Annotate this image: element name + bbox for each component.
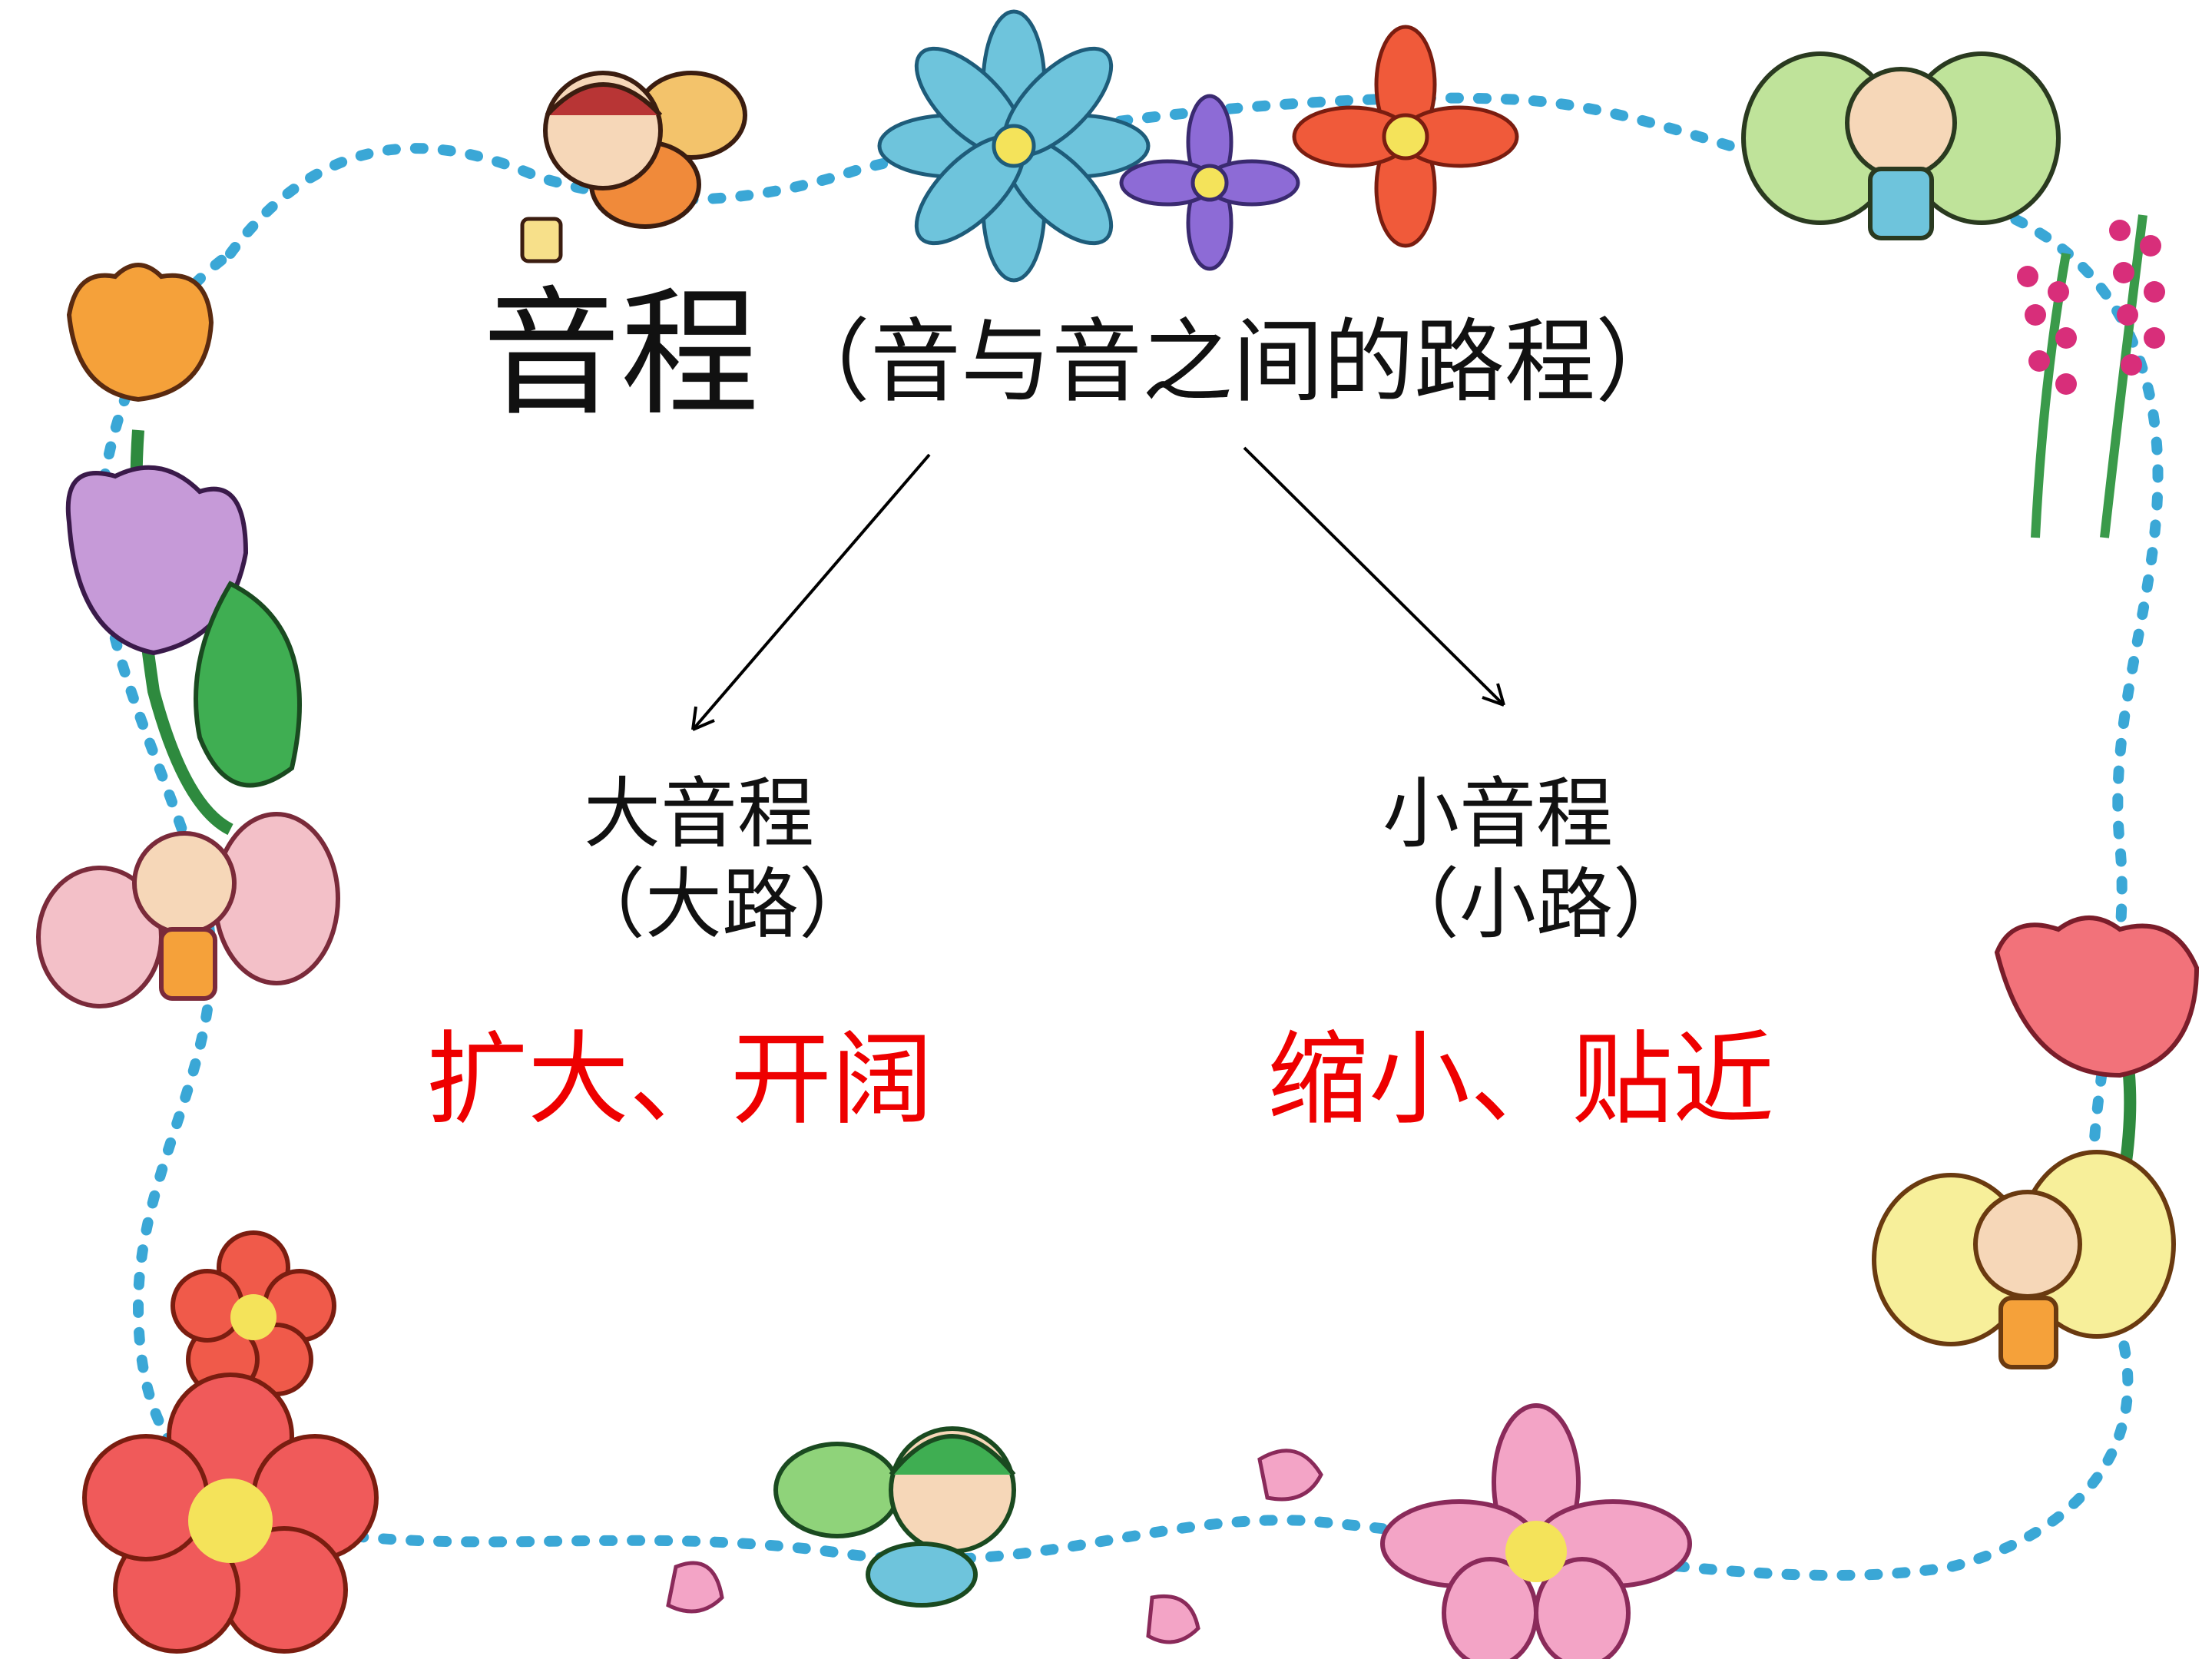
flower-icon bbox=[1119, 94, 1300, 271]
flower-icon bbox=[82, 1373, 379, 1654]
flower-icon bbox=[1380, 1403, 1692, 1659]
arrow-left bbox=[691, 453, 931, 731]
minor-interval-description: 缩小、贴近 bbox=[1267, 1021, 1774, 1139]
tulip-icon bbox=[65, 263, 302, 836]
arrow-right-head bbox=[1482, 683, 1505, 707]
bee-icon bbox=[520, 71, 747, 263]
flower-icon bbox=[877, 9, 1151, 283]
petal-icon bbox=[1257, 1449, 1323, 1502]
title-subtitle: （音与音之间的路程） bbox=[780, 309, 1687, 415]
major-interval-title: 大音程 bbox=[584, 769, 814, 859]
major-interval-subtitle: （大路） bbox=[568, 859, 876, 949]
butterfly-icon bbox=[1872, 1150, 2176, 1369]
minor-interval-subtitle: （小路） bbox=[1382, 859, 1690, 949]
butterfly-icon bbox=[1741, 51, 2061, 240]
dotted-border-line bbox=[94, 92, 2164, 1581]
bee-icon bbox=[773, 1426, 1016, 1608]
flower-icon bbox=[171, 1230, 336, 1396]
arrow-left-head bbox=[691, 706, 715, 731]
lavender-icon bbox=[2017, 214, 2165, 538]
major-interval-description: 扩大、开阔 bbox=[426, 1021, 933, 1139]
petal-icon bbox=[1146, 1594, 1200, 1644]
petal-icon bbox=[666, 1561, 724, 1614]
arrow-right bbox=[1243, 446, 1505, 707]
flower-icon bbox=[1292, 25, 1519, 248]
title-main: 音程 bbox=[482, 274, 760, 435]
butterfly-icon bbox=[36, 812, 340, 1008]
minor-interval-title: 小音程 bbox=[1382, 769, 1613, 859]
